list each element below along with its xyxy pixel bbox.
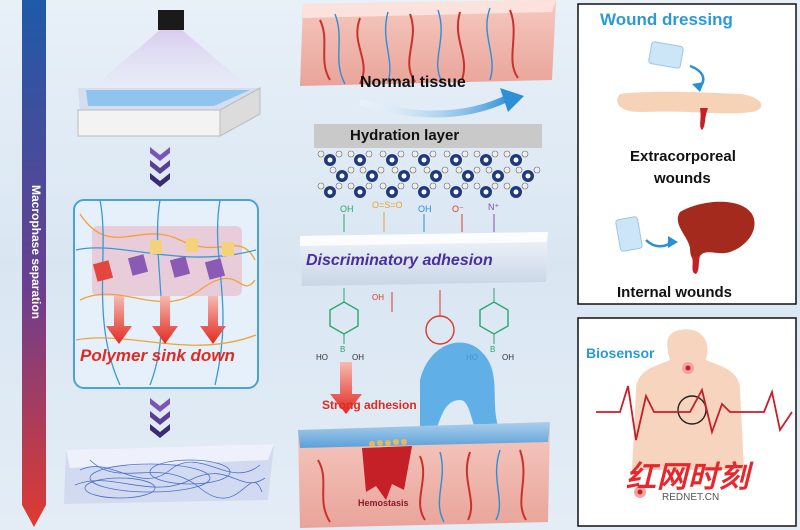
- normal-tissue-illustration: [300, 0, 556, 118]
- svg-text:OH: OH: [418, 204, 432, 214]
- polymer-sink-panel: [73, 199, 259, 389]
- fluid-splash: [420, 342, 500, 440]
- svg-text:OH: OH: [352, 353, 364, 362]
- svg-text:HO: HO: [316, 353, 328, 362]
- watermark-sub: REDNET.CN: [662, 492, 720, 503]
- svg-text:OH: OH: [502, 353, 514, 362]
- wound-dressing-panel: [577, 3, 797, 305]
- macrophase-arrow: [22, 0, 46, 527]
- wound-dressing-title: Wound dressing: [600, 10, 733, 29]
- svg-text:B: B: [340, 345, 345, 354]
- water-molecules: [317, 150, 541, 198]
- hemostasis-label: Hemostasis: [358, 498, 409, 508]
- extracorporeal-label: Extracorporeal: [630, 148, 736, 165]
- svg-text:OH: OH: [372, 293, 384, 302]
- hydrogel-slab: [64, 444, 274, 504]
- biosensor-panel: [577, 317, 797, 527]
- down-arrow-icon: [330, 362, 362, 414]
- svg-text:B: B: [490, 345, 495, 354]
- hydration-layer-bar: [314, 124, 542, 148]
- wounded-tissue-illustration: [298, 422, 550, 528]
- biosensor-title: Biosensor: [586, 345, 655, 361]
- svg-text:N⁺: N⁺: [488, 202, 499, 212]
- watermark-logo: 红网时刻: [626, 461, 750, 494]
- svg-text:O⁻: O⁻: [452, 204, 464, 214]
- curing-device-illustration: [77, 10, 261, 137]
- extracorporeal-label-line2: wounds: [654, 170, 711, 187]
- binding-chemistry: B HO OH OH B HO OH: [316, 288, 514, 362]
- normal-tissue-label: Normal tissue: [360, 74, 466, 91]
- hydration-layer-label: Hydration layer: [350, 127, 460, 144]
- functional-groups: OH O=S=O OH O⁻ N⁺: [340, 200, 499, 232]
- strong-adhesion-label: Strong adhesion: [322, 398, 417, 412]
- adhesive-gel-layer: [300, 232, 548, 286]
- down-chevron-icon: [150, 398, 170, 438]
- svg-text:OH: OH: [340, 204, 354, 214]
- svg-text:O=S=O: O=S=O: [372, 200, 403, 210]
- down-chevron-icon: [150, 147, 170, 187]
- internal-wounds-label: Internal wounds: [617, 284, 733, 301]
- discriminatory-adhesion-label: Discriminatory adhesion: [306, 252, 493, 269]
- macrophase-separation-label: Macrophase separation: [29, 184, 43, 320]
- polymer-sink-label: Polymer sink down: [80, 346, 235, 365]
